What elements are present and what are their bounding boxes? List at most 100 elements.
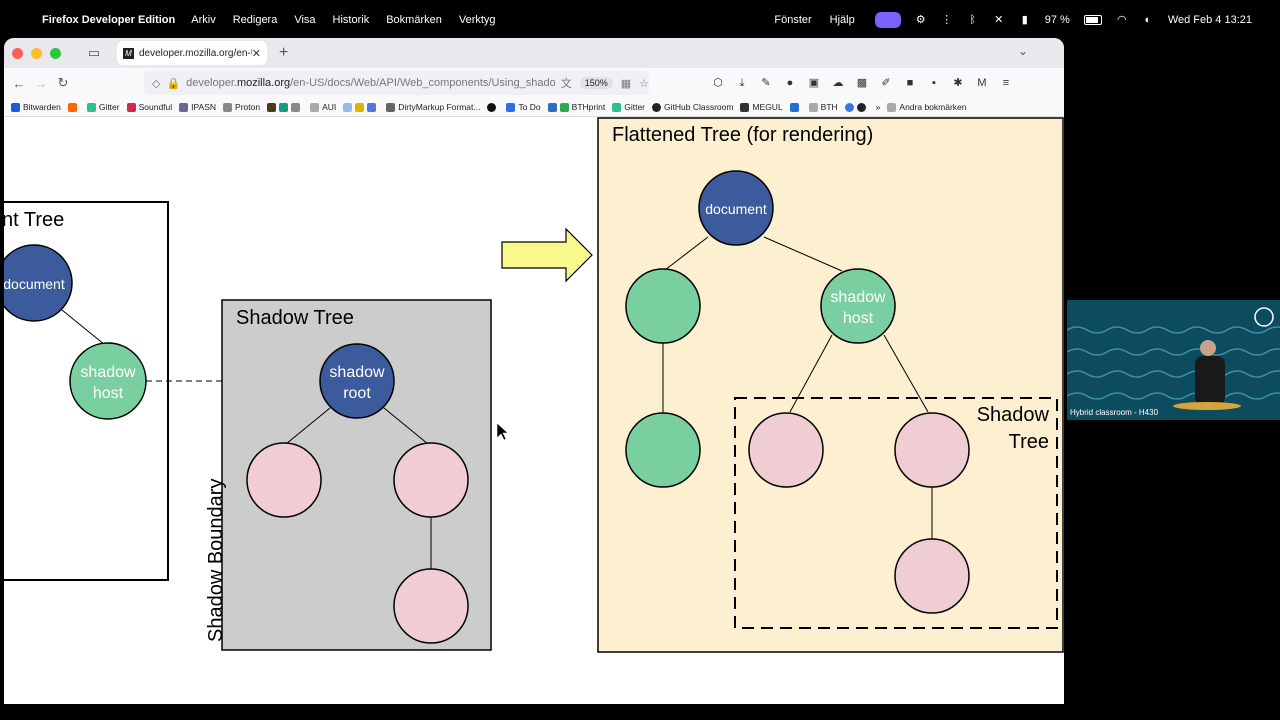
page-content: nt Tree document shadow host Shadow Tree…	[4, 117, 1064, 704]
gear-icon[interactable]: ⚙	[915, 14, 926, 26]
screen-share-icon[interactable]	[874, 12, 901, 28]
left-host-label-1: shadow	[80, 364, 136, 381]
menu-icon[interactable]: ≡	[1002, 77, 1010, 89]
flat-green-node-top	[625, 268, 701, 344]
flat-pink-node-left	[748, 412, 824, 488]
list-icon	[367, 102, 377, 112]
forward-button[interactable]: →	[34, 75, 48, 91]
url-bar[interactable]: ◇ 🔒 developer.mozilla.org/en-US/docs/Web…	[144, 71, 649, 95]
bookmark-ipasn[interactable]: IPASN	[179, 102, 216, 112]
menu-bokmarken[interactable]: Bokmärken	[386, 14, 442, 26]
bookmarks-overflow-icon[interactable]: »	[875, 102, 881, 112]
url-host: mozilla.org	[236, 77, 291, 89]
pen-icon[interactable]: ✐	[881, 77, 891, 89]
reload-button[interactable]: ↻	[57, 75, 69, 90]
wifi-icon[interactable]: ◠	[1117, 14, 1127, 26]
flat-document-label: document	[705, 201, 767, 217]
bookmark-gitter[interactable]: Gitter	[86, 102, 120, 112]
bookmark-icons[interactable]	[267, 102, 303, 112]
flat-document-node	[698, 170, 774, 246]
record-icon	[856, 102, 866, 112]
grid-icon[interactable]: ⋮	[941, 14, 953, 26]
close-tab-icon[interactable]: ✕	[251, 47, 261, 60]
bookmark-github-classroom[interactable]: GitHub Classroom	[652, 102, 733, 112]
wrench-icon[interactable]: ✎	[761, 77, 771, 89]
bookmark-trello[interactable]	[789, 102, 802, 112]
reader-view-icon[interactable]: ▦	[620, 77, 632, 90]
bitwarden-icon[interactable]: ▣	[808, 77, 820, 89]
lock-icon[interactable]: 🔒	[166, 77, 181, 90]
bookmark-aui[interactable]: AUI	[310, 102, 336, 112]
shadow-root-label-1: shadow	[329, 364, 385, 381]
zoom-window-button[interactable]	[50, 47, 61, 59]
close-window-button[interactable]	[12, 47, 23, 59]
menubar-status: Fönster Hjälp ⚙ ⋮ ᛒ ✕ ▮ 97 % ◠ ◐ Wed Feb…	[774, 0, 1252, 40]
m-extension-icon[interactable]: ●	[786, 77, 794, 89]
download-icon[interactable]: ⤓	[739, 77, 745, 89]
bookmark-proton[interactable]: Proton	[223, 102, 260, 112]
control-center-icon[interactable]: ◐	[1144, 14, 1152, 26]
purple-extension-icon[interactable]: ✱	[953, 77, 963, 89]
play-icon	[487, 102, 497, 112]
bookmark-play[interactable]	[487, 102, 499, 112]
zoom-level[interactable]: 150%	[579, 77, 613, 89]
menu-visa[interactable]: Visa	[294, 14, 316, 26]
tab-overview-icon[interactable]: ▭	[87, 45, 101, 60]
menu-historik[interactable]: Historik	[332, 14, 370, 26]
menu-redigera[interactable]: Redigera	[232, 14, 278, 26]
bookmark-megul[interactable]: MEGUL	[740, 102, 783, 112]
mail-icon	[343, 102, 353, 112]
battery-percent: 97 %	[1044, 14, 1070, 26]
chevron-down-icon[interactable]: ⌄	[1017, 44, 1028, 58]
webcam-scene	[1067, 307, 1280, 410]
left-document-label: document	[4, 276, 65, 292]
bookmark-soundful[interactable]: Soundful	[126, 102, 172, 112]
bookmark-ycombinator[interactable]	[67, 102, 80, 112]
shadow-tree-title: Shadow Tree	[236, 307, 354, 329]
menu-verktyg[interactable]: Verktyg	[458, 14, 496, 26]
menu-arkiv[interactable]: Arkiv	[191, 14, 216, 26]
bookmark-bthprint[interactable]: BTHprint	[547, 102, 605, 112]
menu-hjalp[interactable]: Hjälp	[829, 14, 855, 26]
flatten-arrow	[501, 227, 593, 283]
bluetooth-icon[interactable]: ᛒ	[969, 14, 977, 26]
apps-icon[interactable]: ▪	[932, 77, 936, 89]
translate-icon[interactable]: 文	[560, 78, 572, 90]
cloud-icon[interactable]: ☁	[832, 77, 844, 89]
tab-active[interactable]: M developer.mozilla.org/en-US/do ✕	[117, 41, 267, 65]
bookmark-extra[interactable]	[844, 102, 869, 112]
window-controls	[12, 47, 61, 59]
bookmark-star-icon[interactable]: ☆	[639, 77, 649, 90]
battery-icon[interactable]	[1083, 15, 1102, 25]
new-tab-button[interactable]: +	[279, 44, 289, 61]
extensions-icon[interactable]: ⬡	[713, 77, 723, 89]
back-button[interactable]: ←	[12, 75, 26, 91]
flat-green-node-bottom	[625, 412, 701, 488]
menu-fonster[interactable]: Fönster	[774, 14, 812, 26]
shadow-boundary-label: Shadow Boundary	[205, 479, 227, 642]
mute-icon[interactable]: ✕	[994, 14, 1004, 26]
bookmark-dirtymarkup[interactable]: DirtyMarkup Format...	[386, 102, 480, 112]
bookmark-misc[interactable]	[343, 102, 379, 112]
bookmark-todo[interactable]: To Do	[506, 102, 541, 112]
toolbar-icons: ⬡ ⤓ ✎ ● ▣ ☁ ▩ ✐ ■ ▪ ✱ M ≡	[710, 68, 1014, 98]
bookmark-gitter-2[interactable]: Gitter	[612, 102, 645, 112]
globe-icon	[223, 102, 233, 112]
tab-title: developer.mozilla.org/en-US/do	[139, 47, 252, 59]
minimize-window-button[interactable]	[31, 47, 42, 59]
bookmark-other[interactable]: Andra bokmärken	[887, 102, 967, 112]
clipboard-icon[interactable]: ▮	[1021, 14, 1028, 26]
app-menu[interactable]: Firefox Developer Edition	[42, 14, 176, 26]
bookmark-bitwarden[interactable]: Bitwarden	[11, 102, 61, 112]
m-logo-icon[interactable]: M	[977, 77, 987, 89]
clock: Wed Feb 4 13:21	[1167, 14, 1252, 26]
bthprint-icon	[559, 102, 569, 112]
bookmark-bth[interactable]: BTH	[808, 102, 838, 112]
folder-icon	[887, 102, 897, 112]
gitter-icon	[612, 102, 622, 112]
shield-icon[interactable]: ◇	[152, 77, 161, 90]
badge-extension-icon[interactable]: ■	[906, 77, 914, 89]
shadow-dom-diagram: nt Tree document shadow host Shadow Tree…	[4, 117, 1064, 653]
qr-icon[interactable]: ▩	[856, 77, 868, 89]
trello-icon	[789, 102, 799, 112]
